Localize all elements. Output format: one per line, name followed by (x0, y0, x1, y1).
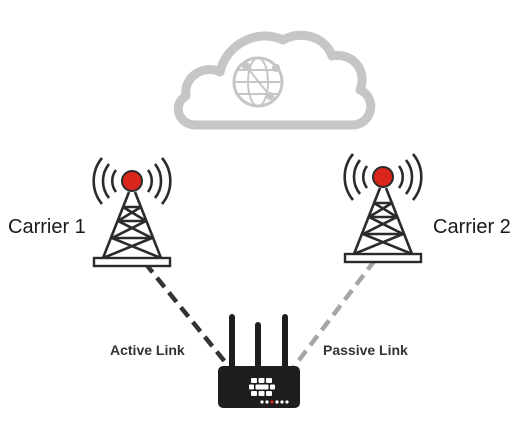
active-link-label: Active Link (110, 342, 185, 358)
carrier-2-label: Carrier 2 (433, 216, 511, 238)
passive-link-label: Passive Link (323, 342, 408, 358)
carrier-1-label: Carrier 1 (8, 216, 86, 238)
cloud-globe-icon (173, 30, 376, 130)
cell-tower-icon (343, 153, 423, 264)
wireless-router-icon (218, 314, 300, 408)
active-link-line (143, 261, 232, 370)
passive-link-line (291, 258, 377, 370)
cell-tower-icon (92, 157, 172, 268)
